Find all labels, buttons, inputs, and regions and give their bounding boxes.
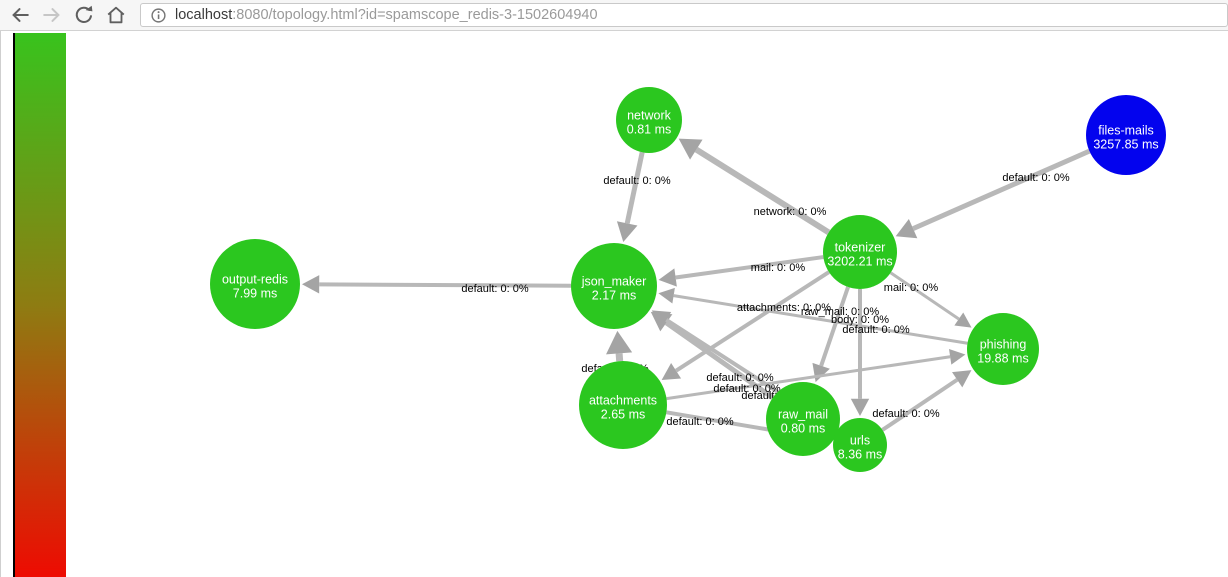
forward-button[interactable] [38, 1, 66, 29]
address-bar[interactable]: localhost:8080/topology.html?id=spamscop… [140, 3, 1228, 27]
home-icon [107, 6, 125, 24]
node-label-phishing: phishing [980, 337, 1027, 351]
node-attachments[interactable] [579, 361, 667, 449]
node-time-tokenizer: 3202.21 ms [827, 254, 892, 268]
edge-attachments-json_maker [615, 353, 624, 362]
window-edge [0, 31, 1, 577]
edge-tokenizer-attachments [675, 270, 830, 373]
node-tokenizer[interactable] [823, 215, 897, 289]
edge-label-tokenizer-phishing: mail: 0: 0% [884, 282, 939, 294]
edge-label-attachments-urls: default: 0: 0% [666, 416, 733, 428]
edge-label-phishing-json_maker: default: 0: 0% [842, 324, 909, 336]
edge-label-urls-phishing: default: 0: 0% [872, 408, 939, 420]
node-urls[interactable] [833, 418, 887, 472]
edge-label-tokenizer-urls: body: 0: 0% [831, 314, 889, 326]
arrowhead-json_maker-output-redis [301, 275, 320, 294]
url-text: localhost:8080/topology.html?id=spamscop… [175, 7, 598, 23]
arrowhead-urls-phishing [952, 370, 972, 388]
edge-attachments-phishing [666, 355, 951, 401]
edge-label-tokenizer-json_maker: mail: 0: 0% [751, 262, 806, 274]
arrowhead-tokenizer-attachments [661, 362, 682, 381]
node-label-files-mails: files-mails [1098, 123, 1154, 137]
edge-label-urls-json_maker: default: 0: 0% [713, 383, 780, 395]
edge-tokenizer-phishing [889, 271, 960, 321]
reload-icon [75, 5, 93, 23]
edge-label-tokenizer-attachments: attachments: 0: 0% [737, 302, 831, 314]
edge-label-tokenizer-raw_mail: raw_mail: 0: 0% [801, 306, 879, 318]
back-arrow-icon [12, 8, 29, 22]
edge-tokenizer-network [694, 147, 831, 235]
node-time-json_maker: 2.17 ms [592, 288, 636, 302]
node-network[interactable] [616, 87, 682, 153]
node-label-urls: urls [850, 433, 870, 447]
arrowhead-tokenizer-json_maker [658, 268, 677, 287]
node-time-raw_mail: 0.80 ms [781, 421, 825, 435]
node-label-output-redis: output-redis [222, 272, 288, 286]
node-time-urls: 8.36 ms [838, 447, 882, 461]
edge-tokenizer-json_maker [675, 255, 824, 280]
node-raw_mail[interactable] [766, 382, 840, 456]
arrowhead-urls-json_maker [651, 310, 672, 328]
edge-label-json_maker-output-redis: default: 0: 0% [461, 283, 528, 295]
node-time-attachments: 2.65 ms [601, 407, 645, 421]
reload-button[interactable] [70, 1, 98, 29]
node-output-redis[interactable] [210, 239, 300, 329]
node-files-mails[interactable] [1086, 95, 1166, 175]
edge-label-raw_mail-json_maker: default: 0: 0% [706, 372, 773, 384]
edge-network-json_maker [624, 151, 645, 224]
arrowhead-attachments-phishing [949, 348, 966, 365]
node-label-raw_mail: raw_mail [778, 407, 828, 421]
home-button[interactable] [102, 1, 130, 29]
back-button[interactable] [6, 1, 34, 29]
arrowhead-tokenizer-urls [850, 398, 870, 416]
node-label-tokenizer: tokenizer [835, 240, 886, 254]
node-label-json_maker: json_maker [581, 274, 647, 288]
edge-tokenizer-raw_mail [819, 286, 850, 367]
edge-label-network-json_maker: default: 0: 0% [603, 175, 670, 187]
node-time-files-mails: 3257.85 ms [1093, 137, 1158, 151]
node-time-output-redis: 7.99 ms [233, 286, 277, 300]
edge-files-mails-tokenizer [912, 148, 1091, 231]
load-gradient-legend [13, 33, 66, 577]
edge-json_maker-output-redis [319, 282, 572, 288]
node-json_maker[interactable] [571, 243, 657, 329]
node-label-network: network [627, 108, 672, 122]
node-time-network: 0.81 ms [627, 122, 671, 136]
url-host: localhost [175, 7, 233, 23]
forward-arrow-icon [43, 8, 60, 22]
node-time-phishing: 19.88 ms [977, 351, 1028, 365]
edge-urls-phishing [881, 378, 959, 432]
edge-phishing-json_maker [673, 294, 968, 345]
arrowhead-files-mails-tokenizer [895, 219, 918, 239]
arrowhead-tokenizer-network [678, 138, 703, 160]
node-phishing[interactable] [967, 313, 1039, 385]
arrowhead-attachments-json_maker [606, 330, 633, 355]
edge-label-tokenizer-network: network: 0: 0% [754, 206, 827, 218]
url-path: :8080/topology.html?id=spamscope_redis-3… [232, 7, 598, 23]
arrowhead-tokenizer-phishing [954, 312, 972, 328]
edge-label-files-mails-tokenizer: default: 0: 0% [1002, 172, 1069, 184]
page-info-icon[interactable] [150, 7, 167, 24]
browser-toolbar: localhost:8080/topology.html?id=spamscop… [0, 0, 1228, 31]
arrowhead-network-json_maker [616, 221, 638, 242]
node-label-attachments: attachments [589, 393, 657, 407]
arrowhead-phishing-json_maker [658, 287, 675, 304]
